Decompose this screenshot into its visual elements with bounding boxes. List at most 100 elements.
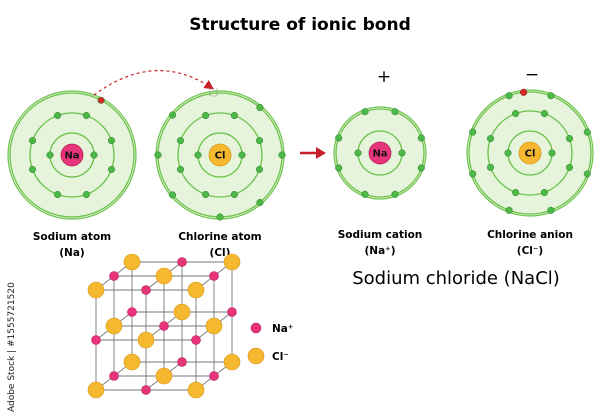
electron [28,137,37,145]
electron [194,151,202,159]
legend-label-cl: Cl⁻ [272,351,289,363]
electron [391,108,399,116]
sublabel-chlorine-anion: (Cl⁻) [517,245,543,257]
na-ion [209,271,219,281]
cl-ion [187,281,205,299]
electron [469,170,477,178]
legend-label-na: Na⁺ [272,323,293,335]
cl-ion [223,353,241,371]
na-ion [159,321,169,331]
electron [512,109,520,118]
atom-labels: Sodium atom (Na) Chlorine atom (Cl) Sodi… [33,229,573,259]
na-ion [191,335,201,345]
nucleus [208,143,232,167]
anion-charge-sign: − [525,65,539,85]
electron [486,163,495,171]
electron [417,164,425,172]
cl-ion [173,303,191,321]
cl-ion [123,253,141,271]
vacant-electron-slot [209,88,218,97]
electron [583,170,591,178]
ion-legend: Na⁺ Cl⁻ [247,322,293,365]
electron [548,149,556,157]
cl-ion [155,267,173,285]
electron [398,149,406,157]
electron [504,149,512,157]
stock-credit: Adobe Stock | #1555721520 [7,282,17,412]
electron-shell [177,112,263,198]
electron [486,135,495,143]
electron-shell [29,112,115,198]
sublabel-sodium-atom: (Na) [59,247,84,259]
electron [255,137,264,145]
compound-label: Sodium chloride (NaCl) [352,268,560,289]
nucleus-symbol: Na [372,149,387,160]
electron [46,151,54,159]
label-chlorine-anion: Chlorine anion [487,229,573,241]
electron [28,165,37,173]
electron [335,164,343,172]
cl-ion [187,381,205,399]
electron [54,111,62,120]
electron-transfer-arrow [93,70,214,96]
electron [565,135,574,143]
label-sodium-atom: Sodium atom [33,231,111,243]
legend-item-na: Na⁺ [250,322,293,335]
electron [238,151,246,159]
na-ion [209,371,219,381]
electron [202,190,210,199]
sodium-cation: Na [333,106,427,200]
na-ion [141,385,151,395]
electron [255,165,264,173]
electron [256,103,264,112]
electron [547,92,555,100]
na-ion [177,357,187,367]
electron [391,190,399,198]
nucleus-symbol: Na [64,151,79,162]
label-chlorine-atom: Chlorine atom [178,231,261,243]
electron [176,165,185,173]
na-ion-icon [250,322,262,334]
cl-ion [155,367,173,385]
electron [505,92,513,100]
electron [256,198,264,207]
electron [230,111,238,120]
na-ion [227,307,237,317]
chlorine-atom: Cl [154,90,286,221]
electron [547,206,555,214]
nucleus [518,141,542,165]
cl-ion [205,317,223,335]
electron [90,151,98,159]
electron [176,137,185,145]
electron [230,190,238,199]
sublabel-chlorine-atom: (Cl) [210,247,231,259]
electron [361,190,369,198]
sublabel-sodium-cation: (Na⁺) [364,245,395,257]
electron-shell [9,92,135,218]
electron [278,151,286,159]
transferred-electron [97,96,105,104]
cl-ion-icon [247,347,265,365]
electron [540,109,548,118]
label-sodium-cation: Sodium cation [338,229,423,241]
electron-shell [468,91,592,215]
electron [107,165,116,173]
electron [469,128,477,136]
electron [417,134,425,142]
reaction-arrow [300,147,326,159]
electron [202,111,210,120]
electron [540,188,548,197]
nucleus-symbol: Cl [525,149,536,160]
electron [168,191,177,199]
sodium-atom: Na [7,90,137,220]
na-ion [109,371,119,381]
electron [216,213,224,221]
electron [107,137,116,145]
na-ion [141,285,151,295]
electron [565,163,574,171]
electron [335,134,343,142]
cl-ion [87,381,105,399]
nucleus [368,141,392,165]
nucleus-symbol: Cl [215,151,226,162]
